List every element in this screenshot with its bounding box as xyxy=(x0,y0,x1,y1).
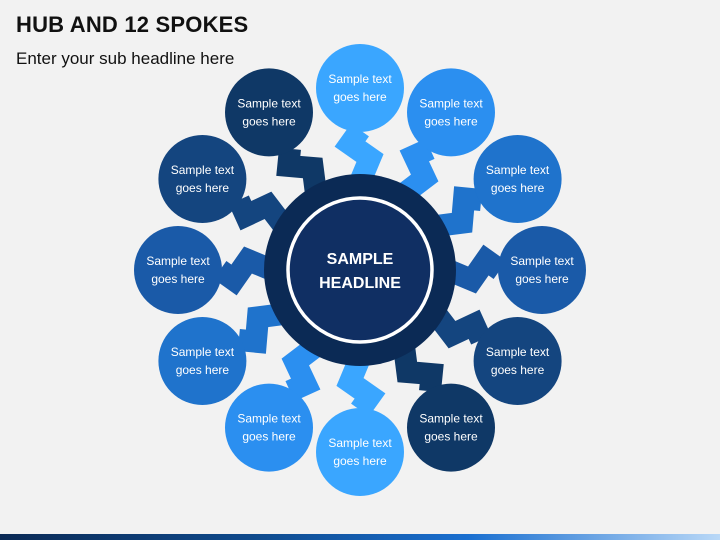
spoke-connectors xyxy=(213,123,507,417)
spoke-bubble-circle xyxy=(473,135,562,223)
spoke-text-line2: goes here xyxy=(424,114,478,128)
page-subtitle: Enter your sub headline here xyxy=(16,49,235,68)
spoke-connector xyxy=(443,244,507,294)
spoke-connector xyxy=(434,186,483,237)
spoke-text-line1: Sample text xyxy=(486,345,550,359)
spoke-text-line1: Sample text xyxy=(419,412,483,426)
spoke-text-line1: Sample text xyxy=(486,163,550,177)
spoke-text-line1: Sample text xyxy=(237,412,301,426)
spoke-connector xyxy=(397,138,439,203)
spoke-bubble: Sample text goes here xyxy=(498,226,586,314)
spoke-connector xyxy=(427,307,492,349)
spoke-bubble-circle xyxy=(407,68,495,157)
page-title: HUB AND 12 SPOKES xyxy=(16,12,249,37)
spoke-text-line1: Sample text xyxy=(328,436,392,450)
hub-headline-line2: HEADLINE xyxy=(319,275,401,292)
spoke-text-line1: Sample text xyxy=(171,345,235,359)
spoke-text-line2: goes here xyxy=(176,181,230,195)
spoke-text-line1: Sample text xyxy=(237,96,301,110)
spoke-text-line1: Sample text xyxy=(328,72,392,86)
spoke-text-line2: goes here xyxy=(176,363,230,377)
spoke-connector xyxy=(281,337,323,402)
spoke-bubble: Sample text goes here xyxy=(225,383,313,472)
spoke-bubble-circle xyxy=(407,383,495,472)
spoke-connector xyxy=(276,147,327,196)
spoke-bubble-circle xyxy=(316,44,404,132)
spoke-connector xyxy=(228,191,293,233)
spoke-connector xyxy=(336,353,386,417)
spoke-text-line2: goes here xyxy=(424,430,478,444)
spoke-bubble: Sample text goes here xyxy=(158,317,247,405)
spoke-text-line2: goes here xyxy=(151,272,205,286)
spoke-text-line2: goes here xyxy=(242,430,296,444)
spoke-bubble: Sample text goes here xyxy=(473,317,562,405)
spoke-text-line2: goes here xyxy=(491,181,545,195)
spoke-bubble: Sample text goes here xyxy=(316,44,404,132)
spoke-text-line1: Sample text xyxy=(171,163,235,177)
spoke-text-line2: goes here xyxy=(515,272,569,286)
spoke-text-line2: goes here xyxy=(333,454,387,468)
spoke-bubble: Sample text goes here xyxy=(473,135,562,223)
hub: SAMPLE HEADLINE xyxy=(264,174,456,366)
spoke-bubble-circle xyxy=(225,68,313,157)
hub-inner-circle xyxy=(286,196,434,344)
spoke-connector xyxy=(237,303,286,354)
spoke-bubble-circle xyxy=(316,408,404,496)
spoke-text-line2: goes here xyxy=(333,90,387,104)
spoke-bubble: Sample text goes here xyxy=(158,135,247,223)
spoke-bubble-circle xyxy=(158,135,247,223)
spoke-connector xyxy=(393,344,444,393)
spoke-bubble: Sample text goes here xyxy=(134,226,222,314)
spoke-text-line1: Sample text xyxy=(146,254,210,268)
bottom-accent-bar xyxy=(0,534,720,540)
spoke-bubble-circle xyxy=(158,317,247,405)
spoke-text-line1: Sample text xyxy=(510,254,574,268)
spoke-bubble: Sample text goes here xyxy=(407,68,495,157)
spoke-bubble: Sample text goes here xyxy=(316,408,404,496)
spoke-bubble-circle xyxy=(473,317,562,405)
spoke-connector xyxy=(334,123,384,187)
spoke-bubble-circle xyxy=(225,383,313,472)
spoke-connector xyxy=(213,246,277,296)
spoke-bubble: Sample text goes here xyxy=(225,68,313,157)
spoke-text-line2: goes here xyxy=(491,363,545,377)
spoke-bubble-circle xyxy=(498,226,586,314)
spoke-bubble-circle xyxy=(134,226,222,314)
spoke-text-line2: goes here xyxy=(242,114,296,128)
spoke-bubble: Sample text goes here xyxy=(407,383,495,472)
spoke-text-line1: Sample text xyxy=(419,96,483,110)
hub-headline-line1: SAMPLE xyxy=(327,251,394,268)
